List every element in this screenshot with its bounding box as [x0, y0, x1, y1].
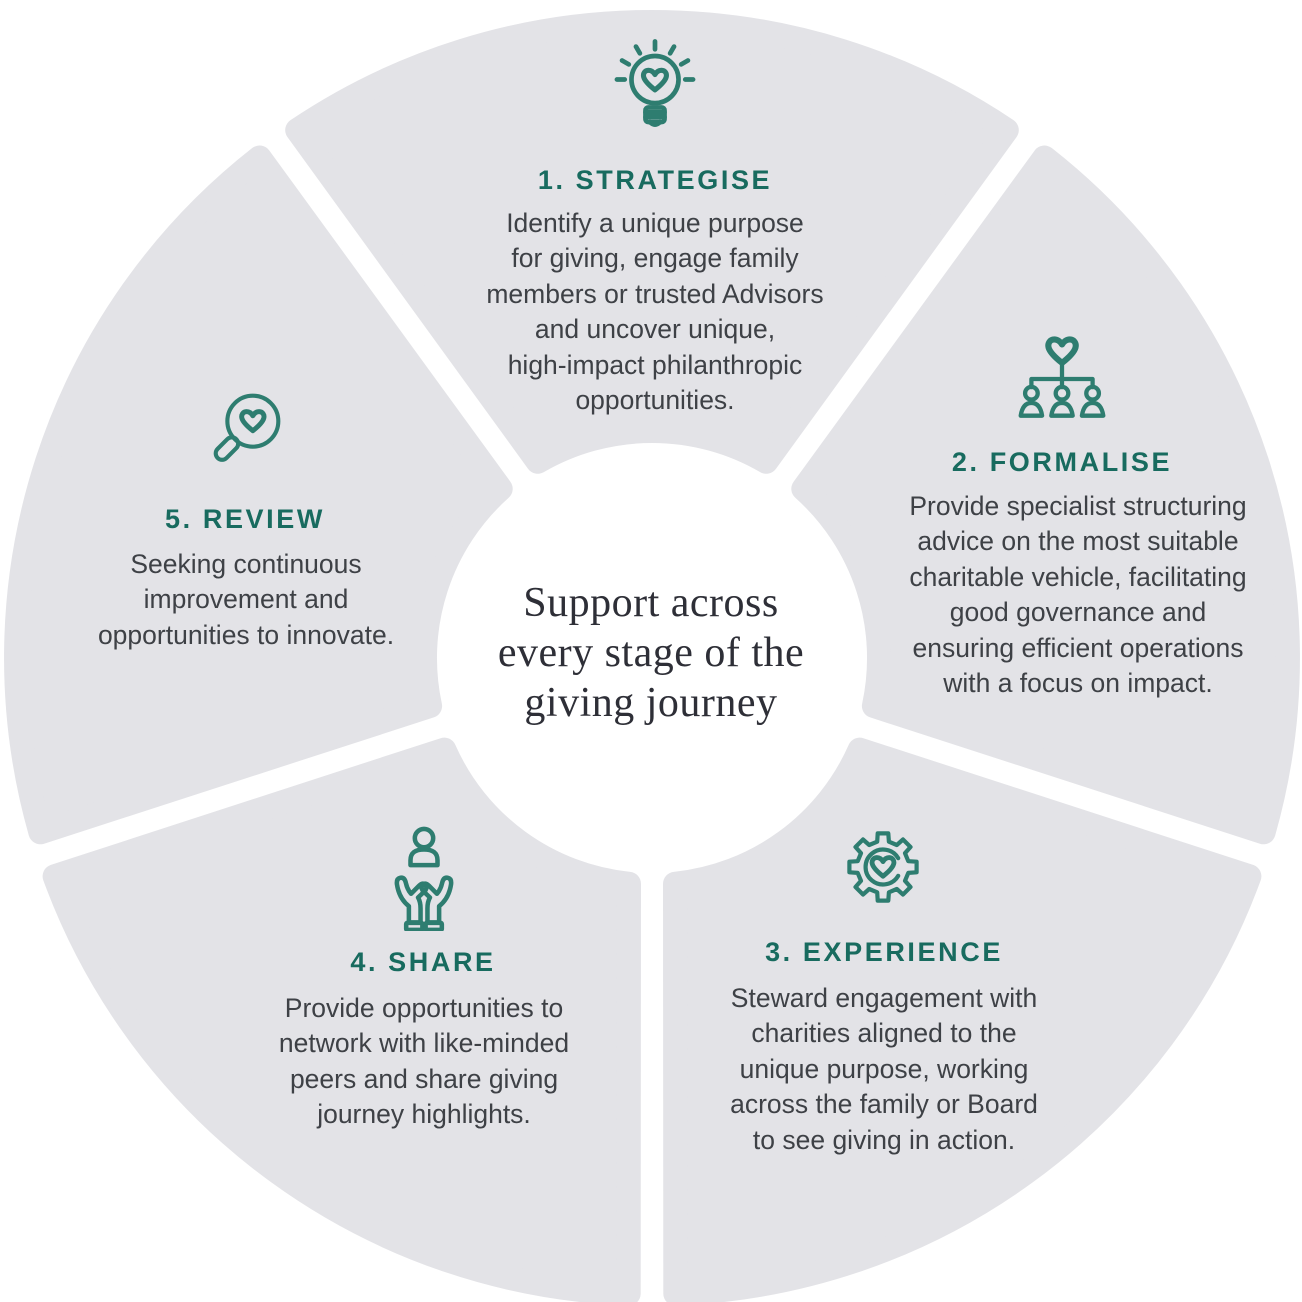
description-line: journey highlights.	[317, 1099, 531, 1130]
description-line: for giving, engage family	[511, 243, 799, 274]
hands-holding-person-icon	[394, 826, 454, 931]
description-line: advice on the most suitable	[917, 526, 1239, 557]
description-line: charitable vehicle, facilitating	[909, 561, 1247, 592]
stage-description-experience: Steward engagement with charities aligne…	[684, 981, 1084, 1158]
description-line: Provide opportunities to	[284, 993, 564, 1023]
stage-heading-formalise: 2. FORMALISE	[951, 447, 1173, 477]
segment-review	[4, 145, 513, 845]
center-title-line: Support across	[523, 580, 779, 626]
stage-description-share: Provide opportunities to network with li…	[224, 991, 624, 1133]
description-line: improvement and	[143, 584, 349, 615]
description-line: Seeking continuous	[130, 549, 362, 579]
stage-heading-share: 4. SHARE	[350, 947, 496, 977]
segment-share	[42, 737, 641, 1302]
description-line: peers and share giving	[289, 1063, 559, 1094]
description-line: Identify a unique purpose	[506, 208, 804, 238]
lightbulb-heart-icon	[614, 39, 696, 127]
description-line: network with like-minded	[278, 1028, 570, 1059]
segment-strategise	[285, 9, 1019, 474]
description-line: high-impact philanthropic	[507, 349, 803, 380]
gear-heart-icon	[847, 831, 919, 903]
center-title-line: every stage of the	[497, 630, 805, 676]
description-line: charities aligned to the	[751, 1018, 1017, 1049]
heart-family-tree-icon	[1018, 336, 1106, 418]
description-line: opportunities.	[575, 385, 735, 416]
description-line: Steward engagement with	[730, 983, 1038, 1013]
segment-formalise	[791, 145, 1300, 845]
description-line: to see giving in action.	[752, 1124, 1016, 1155]
description-line: opportunities to innovate.	[97, 619, 395, 650]
description-line: with a focus on impact.	[943, 668, 1213, 699]
center-circle	[446, 452, 858, 864]
stage-heading-strategise: 1. STRATEGISE	[537, 165, 773, 195]
description-line: across the family or Board	[730, 1089, 1038, 1120]
center-title: Support across every stage of the giving…	[451, 578, 851, 728]
magnifier-heart-icon	[213, 393, 281, 462]
description-line: members or trusted Advisors	[486, 278, 824, 309]
stage-description-review: Seeking continuous improvement and oppor…	[46, 547, 446, 653]
center-title-line: giving journey	[524, 680, 778, 726]
stage-heading-review: 5. REVIEW	[165, 504, 325, 534]
description-line: good governance and	[949, 597, 1207, 628]
description-line: and uncover unique,	[534, 314, 776, 345]
stage-description-strategise: Identify a unique purpose for giving, en…	[455, 206, 855, 418]
description-line: Provide specialist structuring	[909, 491, 1247, 521]
stage-description-formalise: Provide specialist structuring advice on…	[868, 489, 1288, 701]
description-line: unique purpose, working	[739, 1053, 1029, 1084]
stage-heading-experience: 3. EXPERIENCE	[765, 937, 1003, 967]
segment-experience	[663, 737, 1262, 1302]
description-line: ensuring efficient operations	[912, 632, 1244, 663]
